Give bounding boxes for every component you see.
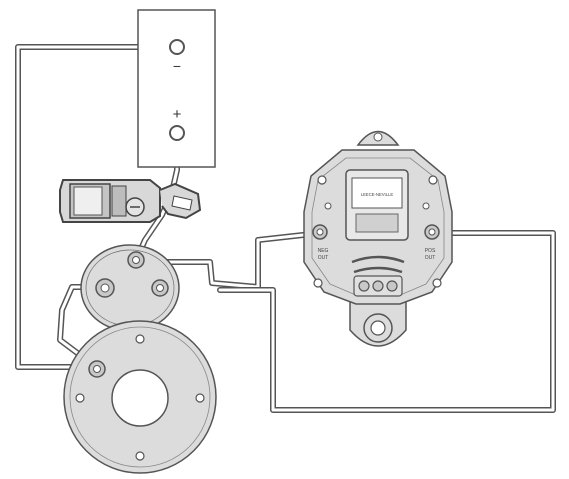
starter-motor <box>80 244 180 336</box>
pos-out-label-2: OUT <box>425 255 436 261</box>
battery-negative-terminal <box>169 39 185 55</box>
alternator-nameplate <box>351 177 403 209</box>
mounting-bolt-right <box>195 393 205 403</box>
battery: − + <box>137 9 216 168</box>
battery-negative-label: − <box>173 58 181 74</box>
mounting-bolt-bottom <box>135 451 145 461</box>
pos-out-label-1: POS <box>425 248 436 254</box>
battery-positive-terminal <box>169 125 185 141</box>
alternator-nameplate-text: LEECE-NEVILLE <box>361 192 394 197</box>
plate-ground-terminal <box>88 360 106 378</box>
neg-out-label-1: NEG <box>318 248 329 254</box>
clamp-meter-display <box>73 186 103 216</box>
starter-terminal-right <box>151 279 169 297</box>
alternator-pos-out-terminal <box>424 224 440 240</box>
wire-to-neg-out <box>134 231 315 290</box>
mounting-bolt-left <box>75 393 85 403</box>
wire-pos-out-loop <box>217 230 556 413</box>
mounting-plate-center-hole <box>111 369 169 427</box>
mounting-bolt-top <box>135 334 145 344</box>
alternator: LEECE-NEVILLE NEG OUT POS OUT <box>303 130 453 347</box>
starter-terminal-left <box>95 278 115 298</box>
alternator-neg-out-terminal <box>312 224 328 240</box>
starter-terminal-top <box>127 251 145 269</box>
battery-positive-label: + <box>173 106 182 123</box>
mounting-plate <box>63 320 217 474</box>
wire-battery-negative <box>15 44 173 370</box>
clamp-meter <box>59 179 202 223</box>
neg-out-label-2: OUT <box>318 255 329 261</box>
